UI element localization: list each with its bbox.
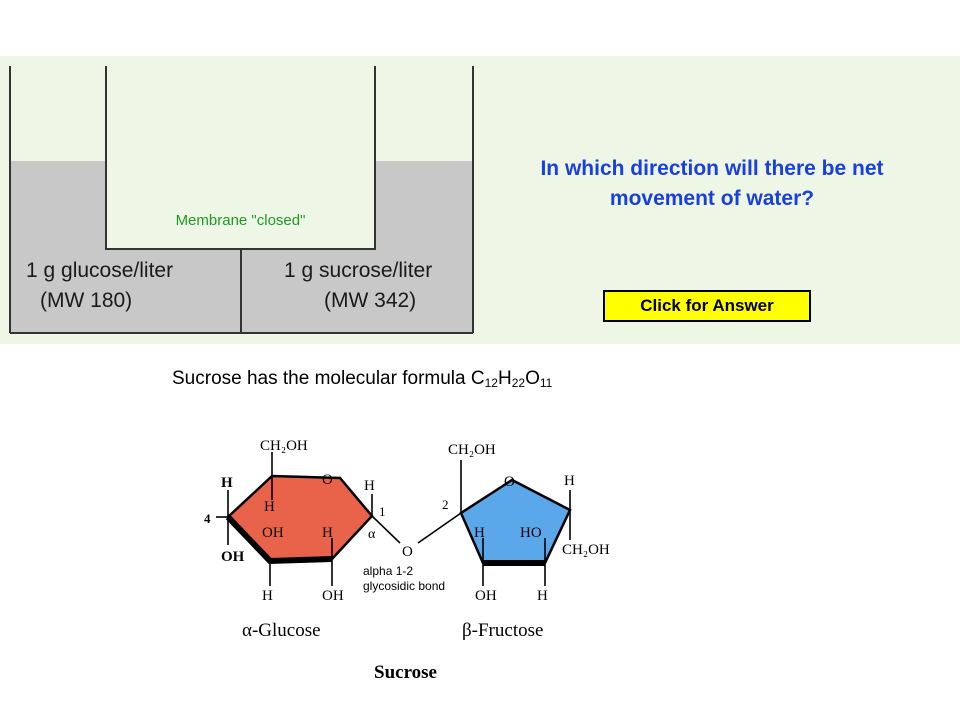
glucose-c4-h: H [221, 475, 233, 491]
glucose-c2-oh: OH [322, 588, 344, 604]
right-liquid [375, 161, 473, 333]
bridge-oxygen: O [402, 544, 413, 560]
left-liquid [10, 161, 106, 333]
left-compartment-label: 1 g glucose/liter (MW 180) [26, 256, 173, 316]
formula-o-subscript: 11 [539, 376, 553, 390]
glucose-c3-oh: OH [262, 525, 284, 541]
formula-o: O [525, 368, 540, 389]
right-solution: 1 g sucrose/liter [284, 259, 433, 282]
fructose-ch2oh-top: CH₂OH [448, 442, 496, 458]
carbon-1-number: 1 [379, 504, 386, 519]
formula-h: H [497, 368, 512, 389]
bond-label-line1: alpha 1-2 [363, 564, 413, 578]
fructose-ch2oh-right: CH₂OH [562, 542, 610, 558]
glucose-c3-h: H [262, 588, 273, 604]
right-mw: (MW 342) [324, 289, 417, 312]
formula-prefix: Sucrose has the molecular formula [172, 368, 471, 389]
membrane-label: Membrane "closed" [175, 212, 306, 229]
carbon-4-number: 4 [204, 511, 211, 526]
right-compartment-label: 1 g sucrose/liter (MW 342) [284, 256, 432, 316]
glucose-ch2oh: CH₂OH [260, 438, 308, 454]
glucose-name: α-Glucose [242, 620, 321, 641]
compound-name: Sucrose [374, 662, 437, 683]
molecular-formula-line: Sucrose has the molecular formula C12H22… [172, 368, 552, 390]
left-solution: 1 g glucose/liter [26, 259, 174, 282]
left-mw: (MW 180) [40, 289, 133, 312]
glucose-c5-h: H [264, 499, 275, 515]
fructose-c4-ho: HO [520, 525, 542, 541]
click-for-answer-button[interactable]: Click for Answer [603, 290, 811, 322]
glucose-ring-oxygen: O [322, 472, 333, 488]
fructose-c5-h: H [564, 473, 575, 489]
bond-label-line2: glycosidic bond [363, 579, 445, 593]
formula-h-subscript: 22 [511, 376, 526, 390]
formula-c: C [470, 368, 485, 389]
osmosis-panel: Membrane "closed" 1 g glucose/liter (MW … [0, 56, 960, 344]
u-tube-vessel [9, 66, 474, 334]
fructose-c4-h: H [537, 588, 548, 604]
fructose-name: β-Fructose [462, 620, 543, 641]
fructose-ring-oxygen: O [504, 474, 515, 490]
alpha-symbol: α [368, 527, 376, 542]
glucose-c1-h: H [364, 478, 375, 494]
sucrose-structure-diagram: CH₂OH O H H 4 OH H OH H H OH 1 α O CH₂OH… [204, 438, 610, 683]
fructose-c3-oh: OH [475, 588, 497, 604]
fructose-ring [459, 478, 572, 565]
question-text: In which direction will there be net mov… [540, 157, 884, 210]
carbon-2-number: 2 [442, 497, 449, 512]
glucose-c4-oh: OH [221, 549, 245, 565]
fructose-c3-h: H [474, 525, 485, 541]
formula-c-subscript: 12 [484, 376, 498, 390]
glucose-c2-h: H [322, 525, 333, 541]
glucose-ring [226, 474, 374, 563]
